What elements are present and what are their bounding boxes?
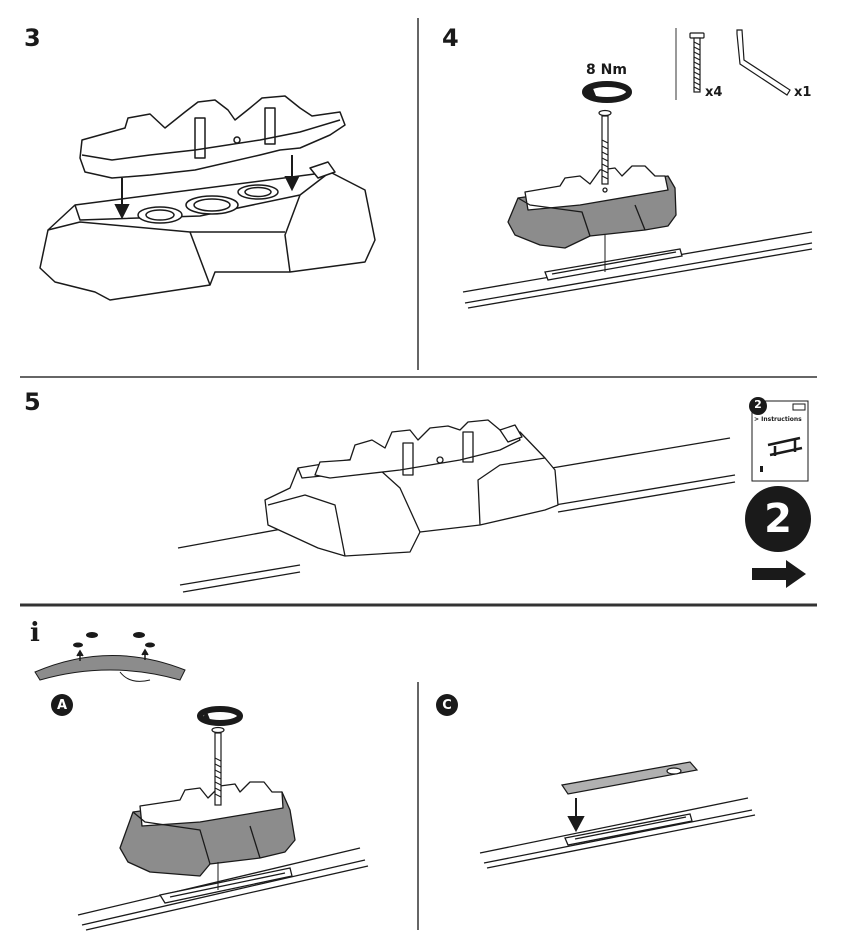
booklet-number: 2 [754, 398, 762, 411]
key-quantity: x1 [794, 85, 812, 100]
step-4-number: 4 [442, 24, 459, 52]
booklet-number-badge [749, 397, 767, 415]
down-arrows [114, 155, 300, 220]
foot-assembled [264, 419, 559, 557]
bolt-quantity: x4 [705, 85, 723, 100]
foot-pad [79, 95, 346, 179]
roof-rail [77, 847, 369, 931]
down-arrow-icon [567, 798, 585, 833]
booklet-label: > Instructions [754, 416, 802, 423]
rotate-arrow-icon [582, 81, 632, 103]
roof-rail [479, 797, 756, 869]
car-roof-icon [34, 632, 186, 682]
option-a-badge: A [51, 694, 73, 716]
rotate-arrow-icon [197, 706, 243, 726]
bolt-in-foot [211, 726, 225, 890]
bolt-in-foot [598, 109, 612, 272]
roof-rail [177, 437, 736, 593]
insert-plate [560, 761, 699, 795]
foot-assembled [119, 781, 296, 877]
info-icon: i [30, 618, 40, 648]
next-booklet-badge: 2 [745, 486, 811, 552]
roof-rail [462, 231, 813, 309]
bolt-icon [689, 32, 705, 93]
allen-key-icon [736, 29, 791, 96]
torque-label: 8 Nm [586, 62, 627, 78]
step-5-number: 5 [24, 388, 41, 416]
step-3-number: 3 [24, 24, 41, 52]
option-c-badge: C [436, 694, 458, 716]
foot-assembled [507, 165, 677, 249]
